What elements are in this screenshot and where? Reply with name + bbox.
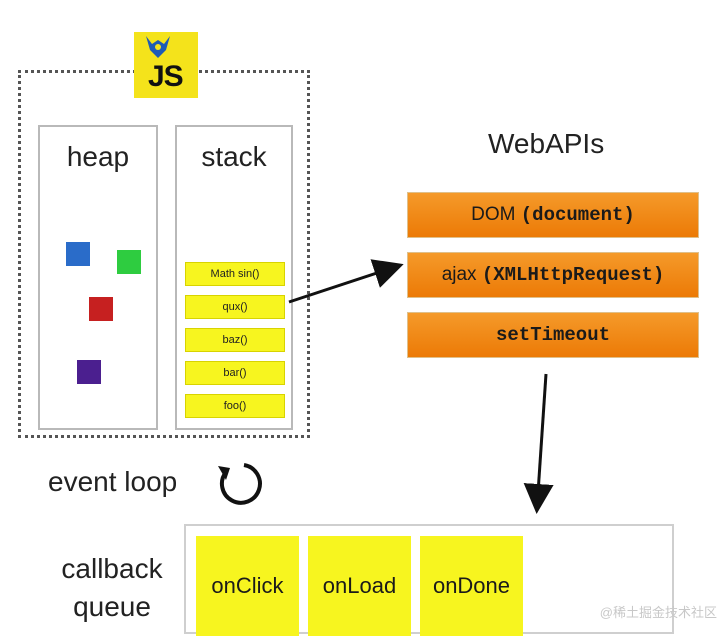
callback-item: onClick	[196, 536, 299, 636]
rocket-icon	[146, 36, 170, 58]
event-loop-label: event loop	[48, 466, 178, 497]
webapi-ajax: ajax (XMLHttpRequest)	[407, 252, 699, 298]
heap-object	[66, 242, 90, 266]
webapi-code: (XMLHttpRequest)	[481, 264, 665, 286]
webapi-code: setTimeout	[495, 324, 611, 346]
watermark: @稀土掘金技术社区	[599, 605, 717, 620]
heap-panel: heap	[38, 125, 158, 430]
webapis-title: WebAPIs	[488, 128, 605, 159]
js-logo: JS	[134, 32, 198, 98]
heap-object	[117, 250, 141, 274]
heap-object	[89, 297, 113, 321]
webapi-label: DOM	[471, 204, 516, 225]
callback-queue-label: callback queue	[48, 550, 176, 626]
arrow-webapis-to-queue	[523, 373, 554, 514]
callback-item: onDone	[420, 536, 523, 636]
callback-queue-label-line1: callback	[61, 553, 163, 584]
heap-title: heap	[66, 141, 130, 172]
stack-frame: qux()	[185, 295, 285, 319]
callback-item: onLoad	[308, 536, 411, 636]
arrow-stack-to-webapis	[288, 259, 404, 304]
stack-frame: bar()	[185, 361, 285, 385]
refresh-cycle-icon	[218, 463, 262, 505]
stack-frame: Math sin()	[185, 262, 285, 286]
js-logo-text: JS	[148, 60, 184, 93]
stack-title: stack	[201, 141, 267, 172]
stack-frame: foo()	[185, 394, 285, 418]
callback-queue-label-line2: queue	[73, 591, 151, 622]
stack-panel: stack Math sin() qux() baz() bar() foo()	[175, 125, 293, 430]
webapi-dom: DOM (document)	[407, 192, 699, 238]
heap-object	[77, 360, 101, 384]
stack-frame: baz()	[185, 328, 285, 352]
webapi-code: (document)	[520, 204, 635, 226]
webapi-settimeout: setTimeout	[407, 312, 699, 358]
webapi-label: ajax	[441, 264, 477, 285]
